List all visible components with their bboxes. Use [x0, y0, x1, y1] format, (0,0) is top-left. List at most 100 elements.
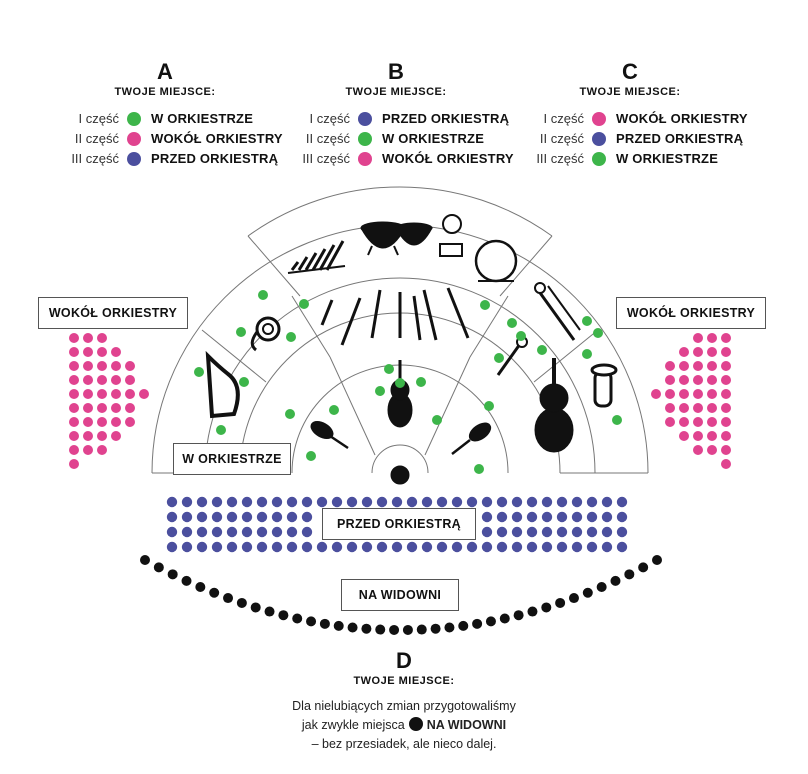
pink-seat-dot	[693, 431, 703, 441]
pink-seat-dot	[125, 403, 135, 413]
audience-seat-dot	[596, 581, 607, 592]
pink-seat-dot	[69, 459, 79, 469]
pink-seat-dot	[693, 445, 703, 455]
pink-seat-dot	[693, 417, 703, 427]
pink-seat-dot	[693, 333, 703, 343]
harp-icon	[205, 350, 240, 419]
audience-seat-dot	[458, 620, 469, 631]
green-seat-dot	[299, 299, 309, 309]
navy-seat-dot	[271, 511, 283, 523]
plan-b: B TWOJE MIEJSCE:	[326, 59, 466, 99]
snare-drum-icon	[439, 214, 463, 257]
plan-d-line1: Dla nielubiących zmian przygotowaliśmy	[292, 699, 516, 713]
navy-seat-dot	[526, 541, 538, 553]
green-seat-dot	[285, 409, 295, 419]
navy-seat-dot	[481, 526, 493, 538]
audience-seat-dot	[264, 606, 275, 617]
audience-seat-dot	[541, 602, 552, 613]
navy-seat-dot	[391, 496, 403, 508]
location-dot-icon	[592, 112, 606, 126]
pink-seat-dot	[707, 417, 717, 427]
plan-d-line2-bold: NA WIDOWNI	[426, 718, 507, 732]
navy-seat-dot	[331, 541, 343, 553]
navy-seat-dot	[526, 511, 538, 523]
pink-seat-dot	[97, 361, 107, 371]
na-widowni-dot-icon	[408, 717, 423, 731]
navy-seat-dot	[226, 511, 238, 523]
navy-seat-dot	[211, 541, 223, 553]
violin-right-icon	[451, 422, 492, 455]
navy-seat-dot	[616, 526, 628, 538]
label-przed-orkiestra: PRZED ORKIESTRĄ	[322, 508, 476, 540]
green-seat-dot	[239, 377, 249, 387]
navy-seat-dot	[616, 541, 628, 553]
navy-seat-dot	[286, 496, 298, 508]
green-seat-dot	[582, 349, 592, 359]
location-dot-icon	[592, 152, 606, 166]
pink-seat-dot	[693, 375, 703, 385]
green-seat-dot	[537, 345, 547, 355]
navy-seat-dot	[196, 526, 208, 538]
pink-seat-dot	[111, 375, 121, 385]
plan-letter: B	[388, 59, 404, 84]
navy-seat-dot	[361, 541, 373, 553]
audience-seat-dot	[140, 555, 150, 565]
navy-seat-dot	[556, 541, 568, 553]
pink-seat-dot	[721, 361, 731, 371]
pink-seat-dot	[721, 347, 731, 357]
part-label: III część	[71, 151, 119, 166]
green-seat-dot	[194, 367, 204, 377]
navy-seat-dot	[601, 511, 613, 523]
green-seat-dot	[484, 401, 494, 411]
pink-seat-dot	[693, 403, 703, 413]
pink-seat-dot	[97, 333, 107, 343]
pink-seat-dot	[665, 375, 675, 385]
plan-letter: A	[157, 59, 173, 84]
audience-seat-dot	[568, 593, 579, 604]
navy-seat-dot	[481, 496, 493, 508]
plan-subtitle: TWOJE MIEJSCE:	[345, 86, 447, 98]
location-dot-icon	[358, 132, 372, 146]
pink-seat-dot	[69, 347, 79, 357]
navy-seat-dot	[511, 526, 523, 538]
part-label: II część	[74, 131, 119, 146]
location-dot-icon	[127, 132, 141, 146]
pink-seat-dot	[69, 389, 79, 399]
pink-seat-dot	[707, 361, 717, 371]
location-label: WOKÓŁ ORKIESTRY	[382, 151, 514, 166]
pink-seat-dot	[679, 417, 689, 427]
part-label: III część	[302, 151, 350, 166]
navy-seat-dot	[241, 511, 253, 523]
pink-seat-dot	[69, 333, 79, 343]
audience-seat-dot	[527, 606, 538, 617]
pink-seat-dot	[83, 431, 93, 441]
audience-seat-dot	[638, 562, 649, 573]
navy-seat-dot	[196, 541, 208, 553]
pink-seat-dot	[125, 361, 135, 371]
plan-subtitle: TWOJE MIEJSCE:	[114, 86, 216, 98]
pink-seat-dot	[721, 417, 731, 427]
pink-seat-dot	[111, 403, 121, 413]
navy-seat-dot	[256, 541, 268, 553]
pink-seat-dot	[83, 361, 93, 371]
pink-seat-dot	[721, 445, 731, 455]
pink-seat-dot	[69, 445, 79, 455]
plan-row: III część WOKÓŁ ORKIESTRY	[0, 150, 808, 170]
navy-seat-dot	[496, 496, 508, 508]
pink-seat-dot	[139, 389, 149, 399]
pink-seat-dot	[111, 361, 121, 371]
navy-seat-dot	[466, 541, 478, 553]
pink-seat-dot	[679, 403, 689, 413]
pink-seat-dot	[665, 389, 675, 399]
pink-seat-dot	[693, 389, 703, 399]
pink-seat-dot	[83, 417, 93, 427]
navy-seat-dot	[601, 496, 613, 508]
audience-seat-dot	[347, 622, 358, 633]
navy-seat-dot	[541, 496, 553, 508]
